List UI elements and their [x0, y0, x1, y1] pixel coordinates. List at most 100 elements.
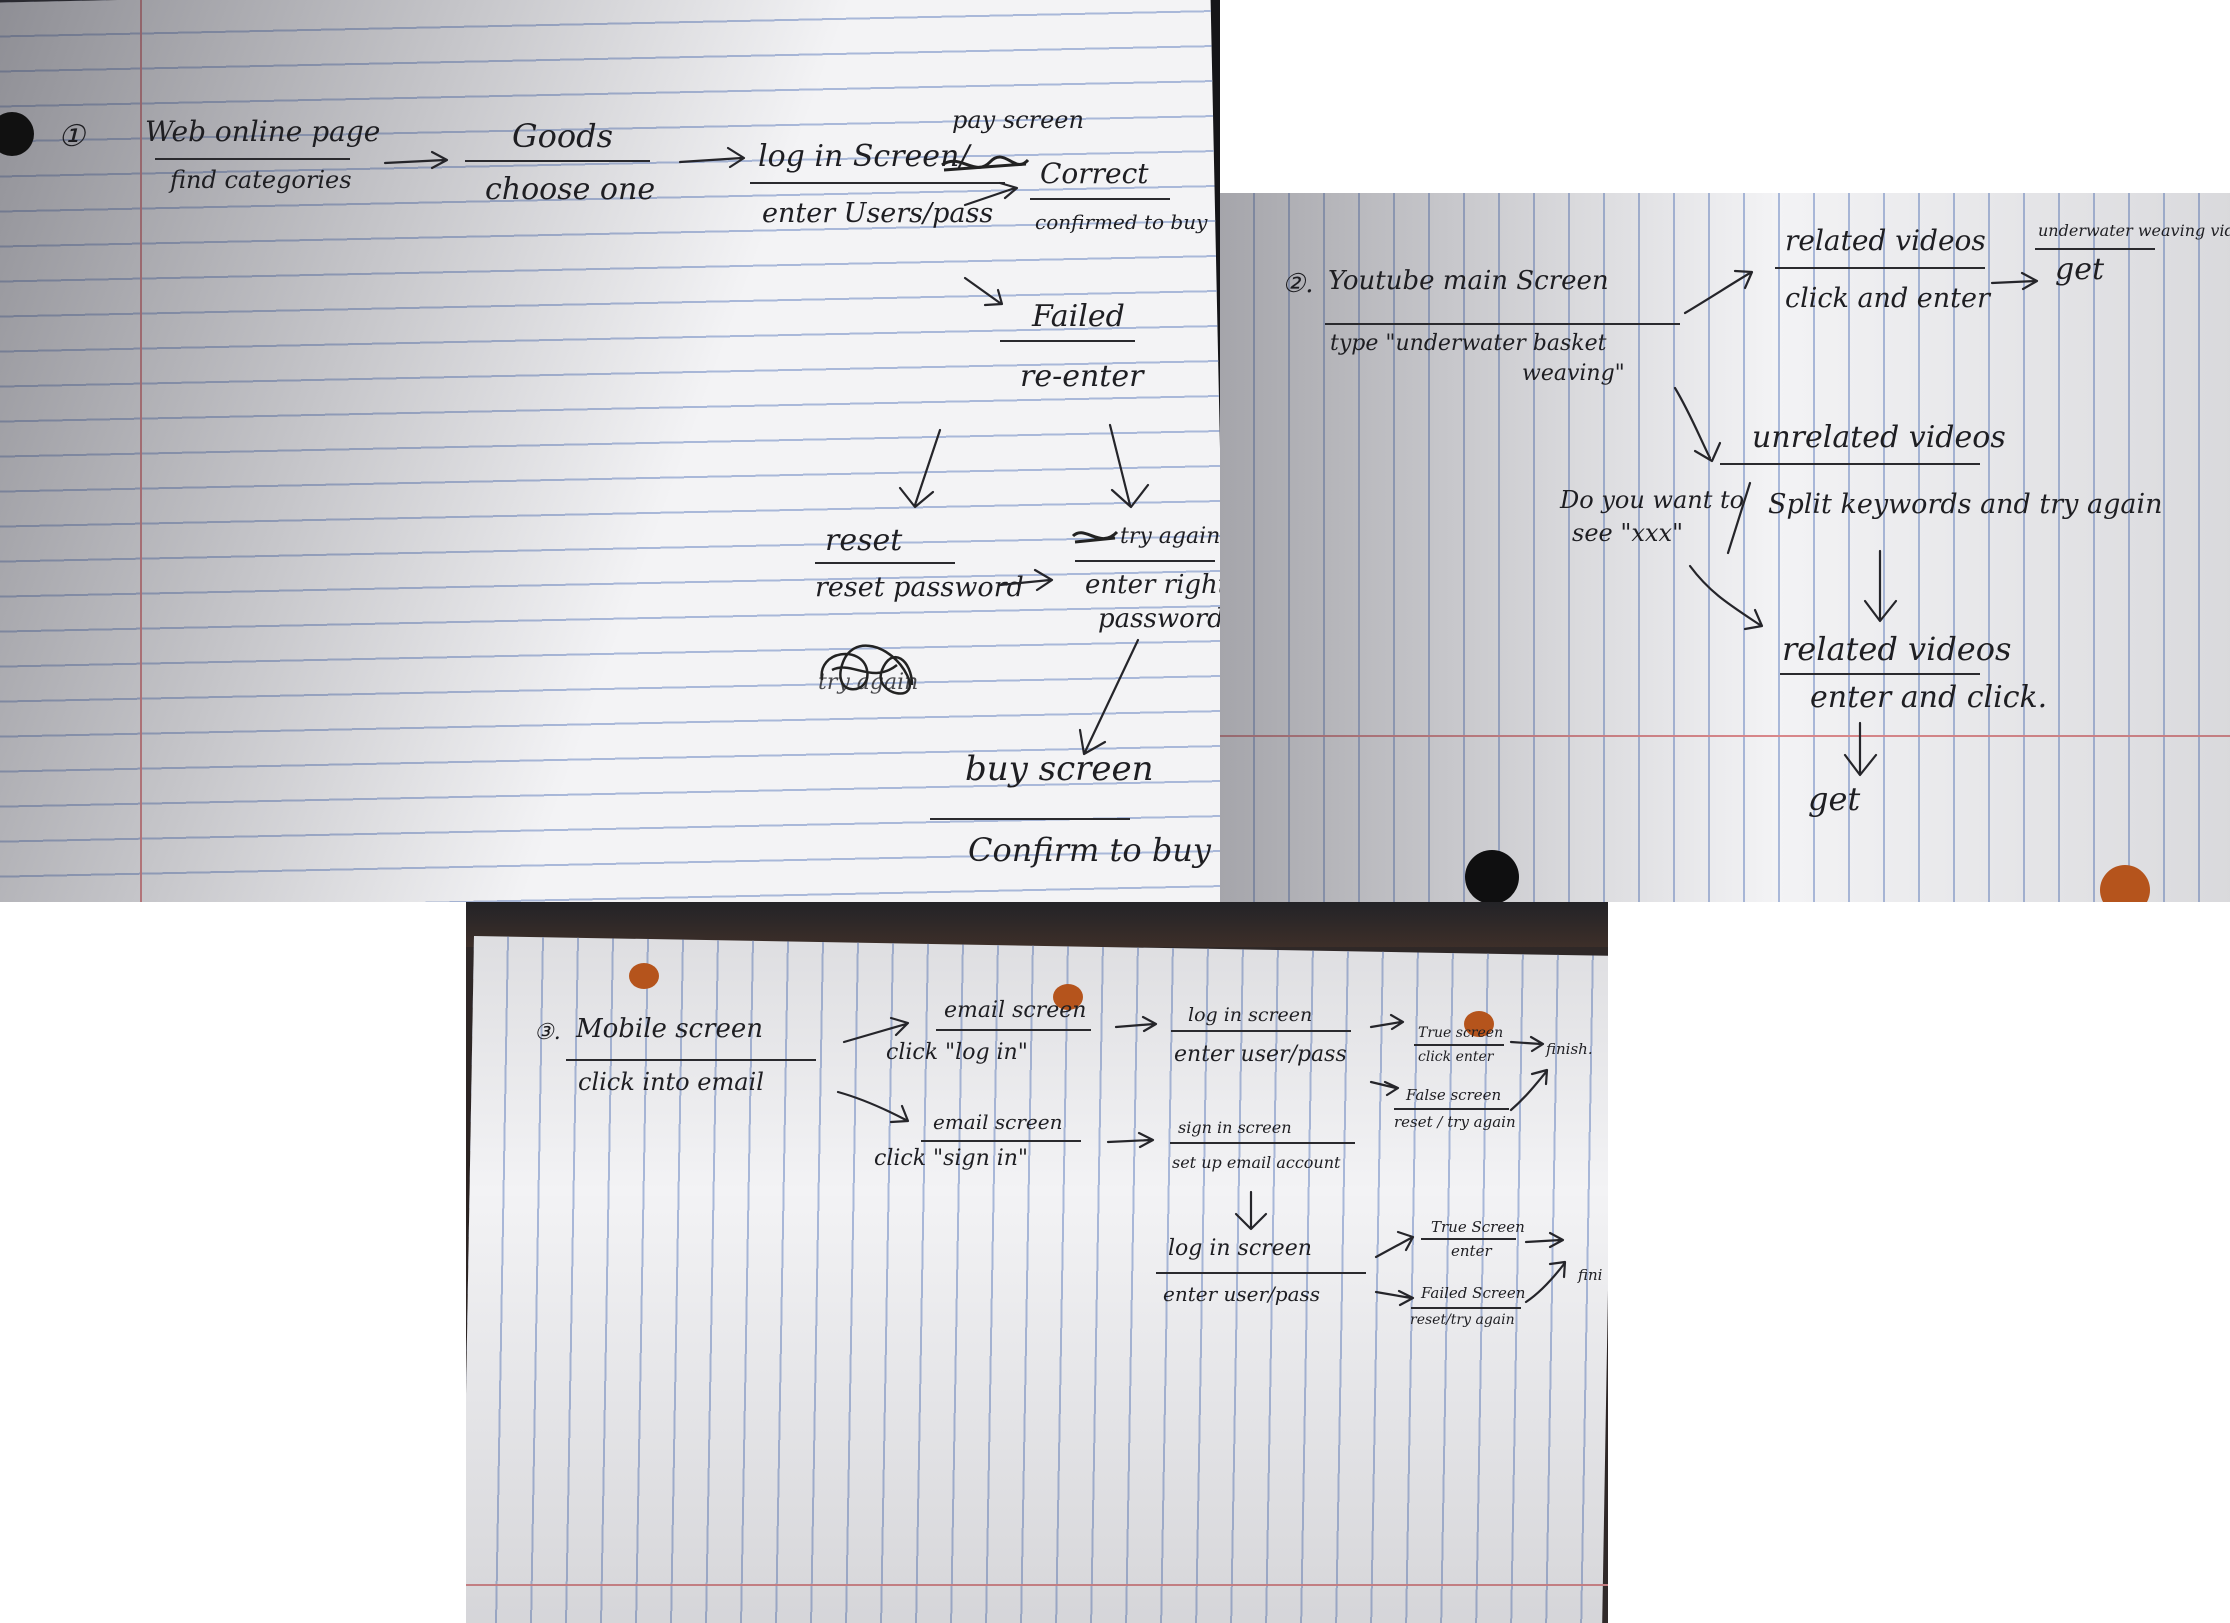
divider [1394, 1108, 1509, 1110]
divider [155, 158, 350, 160]
notebook-page-2 [1220, 193, 2230, 902]
action-find-categories: find categories [170, 166, 352, 194]
arrow-enter-to-get [1843, 721, 1878, 777]
action-enter-user-pass-2: enter user/pass [1163, 1282, 1321, 1306]
arrow-login-to-failed [963, 276, 1004, 307]
divider [1411, 1307, 1521, 1309]
divider [1030, 198, 1170, 200]
option-split-keywords: Split keywords and try again [1768, 489, 2163, 520]
flow-arrows-1 [383, 146, 1150, 756]
punch-hole-6 [1464, 1011, 1494, 1037]
flow-arrows-2 [1673, 269, 2039, 777]
node-reset: reset [825, 523, 903, 558]
arrow-email2-to-signin [1106, 1131, 1155, 1149]
arrow-false-to-finish [1509, 1068, 1549, 1112]
node-true-screen-1: True screen [1418, 1025, 1504, 1041]
divider [1720, 463, 1980, 465]
arrow-email-to-login [1114, 1015, 1158, 1033]
arrow-goods-to-login [678, 146, 746, 169]
option-do-you-want-to: Do you want to [1560, 486, 1745, 514]
node-true-screen-2: True Screen [1431, 1218, 1525, 1236]
action-click-into-email: click into email [578, 1068, 764, 1096]
divider [2035, 248, 2155, 250]
arrow-failed-to-reset [898, 428, 942, 509]
separator-slash [1726, 481, 1752, 555]
arrow-try-again-to-buy [1078, 638, 1140, 756]
punch-hole-1 [0, 112, 34, 156]
divider [930, 818, 1130, 820]
crossed-out-word [1071, 530, 1119, 544]
divider [1156, 1272, 1366, 1274]
arrow-related-to-get [1990, 271, 2039, 291]
node-related-videos-2: related videos [1782, 630, 2012, 668]
arrow-reset-to-try-again [998, 568, 1054, 592]
node-failed: Failed [1032, 299, 1125, 334]
node-email-screen-1: email screen [944, 998, 1087, 1023]
scribble-mark [820, 644, 914, 695]
node-goods: Goods [512, 117, 613, 155]
action-click-log-in: click "log in" [886, 1040, 1028, 1065]
action-choose-one: choose one [485, 172, 656, 207]
action-enter-right: enter right [1085, 570, 1220, 600]
crossed-out-word [941, 155, 1030, 172]
divider [1075, 560, 1215, 562]
punch-hole-3 [2100, 865, 2150, 902]
photo-email-flow: ③. Mobile screen click into email email … [466, 902, 1608, 1623]
node-correct: Correct [1040, 157, 1149, 190]
node-log-in-screen: log in Screen/ [758, 139, 970, 174]
arrow-see-xxx-to-related [1688, 564, 1764, 631]
label-underwater-videos: underwater weaving videos [2038, 221, 2230, 240]
divider [1171, 1030, 1351, 1032]
punch-hole-5 [1053, 984, 1083, 1010]
action-password: password. [1098, 604, 1220, 634]
flow-arrows-3 [836, 1013, 1567, 1307]
arrow-login-to-false [1369, 1080, 1400, 1097]
action-re-enter: re-enter [1020, 359, 1144, 394]
node-log-in-screen-1: log in screen [1188, 1004, 1313, 1026]
node-unrelated-videos: unrelated videos [1752, 420, 2006, 455]
divider [566, 1059, 816, 1061]
action-enter: enter [1451, 1242, 1492, 1260]
divider [1775, 267, 1985, 269]
arrow-page-to-goods [383, 150, 449, 170]
divider [750, 182, 1005, 184]
divider [465, 160, 650, 162]
divider [936, 1029, 1091, 1031]
node-email-screen-2: email screen [933, 1110, 1063, 1134]
step-number-2: ②. [1282, 269, 1314, 299]
action-enter-users-pass: enter Users/pass [762, 198, 994, 229]
node-try-again: try again [1120, 524, 1220, 549]
node-finish-2: fini [1578, 1266, 1603, 1284]
divider [1414, 1044, 1504, 1046]
action-type-query: type "underwater basket [1330, 331, 1607, 356]
arrow-mobile-to-email-login [842, 1016, 910, 1044]
node-youtube-main-screen: Youtube main Screen [1328, 266, 1609, 296]
arrow-login-to-correct [963, 181, 1019, 207]
action-set-up-email-account: set up email account [1172, 1153, 1341, 1172]
arrow-failed-to-finish [1524, 1260, 1567, 1304]
arrow-true-to-finish [1509, 1035, 1545, 1053]
margin-line-2 [1220, 735, 2230, 737]
node-sign-in-screen: sign in screen [1178, 1118, 1292, 1137]
arrow-youtube-to-related [1683, 269, 1754, 315]
crossed-try-again: try again [818, 670, 919, 695]
option-see-xxx: see "xxx" [1572, 519, 1684, 547]
arrow-login2-to-true [1374, 1230, 1415, 1259]
node-related-videos: related videos [1785, 224, 1986, 257]
node-get: get [2055, 252, 2105, 287]
node-failed-screen: Failed Screen [1421, 1284, 1526, 1302]
action-reset-try-again-1: reset / try again [1394, 1113, 1516, 1131]
photo-youtube-flow: ②. Youtube main Screen type "underwater … [1220, 193, 2230, 902]
node-mobile-screen: Mobile screen [576, 1014, 764, 1044]
arrow-split-to-related [1863, 549, 1898, 623]
node-finish-1: finish. [1546, 1040, 1593, 1058]
node-web-online-page: Web online page [145, 115, 381, 148]
divider [1780, 673, 1980, 675]
action-click-and-enter: click and enter [1785, 283, 1990, 314]
action-click-sign-in: click "sign in" [874, 1146, 1029, 1171]
action-click-enter: click enter [1418, 1049, 1494, 1065]
arrow-login2-to-failed [1374, 1289, 1415, 1307]
divider [1000, 340, 1135, 342]
divider [1421, 1238, 1516, 1240]
arrow-mobile-to-email-signin [836, 1090, 910, 1124]
